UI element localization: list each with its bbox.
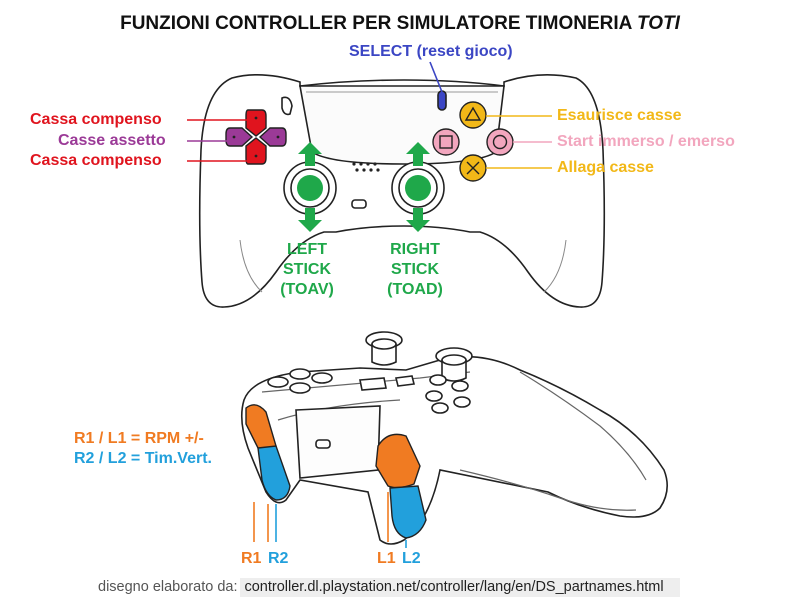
left-stick-label-line1: LEFT	[287, 241, 327, 258]
right-stick-label-line3: (TOAD)	[387, 281, 443, 298]
cross-label: Allaga casse	[557, 159, 654, 176]
triangle-button[interactable]	[459, 101, 487, 129]
connector-lines-bottom	[253, 492, 407, 548]
triangle-icon	[464, 106, 482, 121]
select-label: SELECT (reset gioco)	[349, 44, 513, 60]
page-title: FUNZIONI CONTROLLER PER SIMULATORE TIMON…	[0, 14, 800, 33]
square-button[interactable]	[432, 128, 460, 156]
select-name: SELECT	[349, 43, 413, 60]
controller-front-view	[240, 331, 668, 545]
dpad-down-label: Cassa compenso	[30, 152, 162, 169]
r2-trigger[interactable]	[257, 445, 291, 501]
r1-tag: R1	[241, 550, 262, 567]
left-stick-label-line3: (TOAV)	[280, 281, 334, 298]
source-credit-label: disegno elaborato da:	[98, 579, 238, 595]
right-stick-label-line1: RIGHT	[390, 241, 440, 258]
left-stick-up-arrow	[298, 142, 322, 166]
left-stick[interactable]	[297, 175, 323, 201]
source-credit-url[interactable]: controller.dl.playstation.net/controller…	[240, 578, 680, 597]
sticks	[297, 142, 431, 232]
r2-tag: R2	[268, 550, 289, 567]
left-stick-label-line2: STICK	[283, 261, 331, 278]
source-credit: disegno elaborato da:controller.dl.plays…	[98, 578, 680, 597]
l2-tag: L2	[402, 550, 421, 567]
left-stick-down-arrow	[298, 208, 322, 232]
dpad	[225, 109, 287, 165]
title-main: FUNZIONI CONTROLLER PER SIMULATORE TIMON…	[120, 13, 632, 34]
circle-button[interactable]	[486, 128, 514, 156]
l1-tag: L1	[377, 550, 396, 567]
square-icon	[439, 135, 453, 149]
right-stick-down-arrow	[406, 208, 430, 232]
dpad-right[interactable]	[258, 127, 287, 147]
face-buttons	[432, 101, 514, 182]
left-stick-label: LEFT STICK (TOAV)	[262, 240, 352, 300]
usb-port	[315, 439, 331, 449]
dpad-down[interactable]	[245, 137, 267, 165]
l2-trigger[interactable]	[389, 485, 427, 539]
r1-l1-label: R1 / L1 = RPM +/-	[74, 430, 204, 447]
right-stick-label: RIGHT STICK (TOAD)	[370, 240, 460, 300]
title-emphasis: TOTI	[636, 13, 680, 34]
right-stick[interactable]	[405, 175, 431, 201]
r2-l2-label: R2 / L2 = Tim.Vert.	[74, 450, 212, 467]
connector-lines-top	[187, 61, 552, 169]
triggers	[245, 404, 427, 539]
right-stick-label-line2: STICK	[391, 261, 439, 278]
cross-icon	[466, 161, 480, 175]
l1-button[interactable]	[375, 433, 421, 489]
select-note: (reset gioco)	[416, 43, 513, 60]
triangle-label: Esaurisce casse	[557, 107, 682, 124]
square-circle-label: Start immerso / emerso	[557, 133, 735, 150]
dpad-up[interactable]	[245, 109, 267, 137]
right-stick-up-arrow	[406, 142, 430, 166]
dpad-up-label: Cassa compenso	[30, 111, 162, 128]
dpad-side-label: Casse assetto	[58, 132, 166, 149]
circle-icon	[492, 134, 508, 150]
